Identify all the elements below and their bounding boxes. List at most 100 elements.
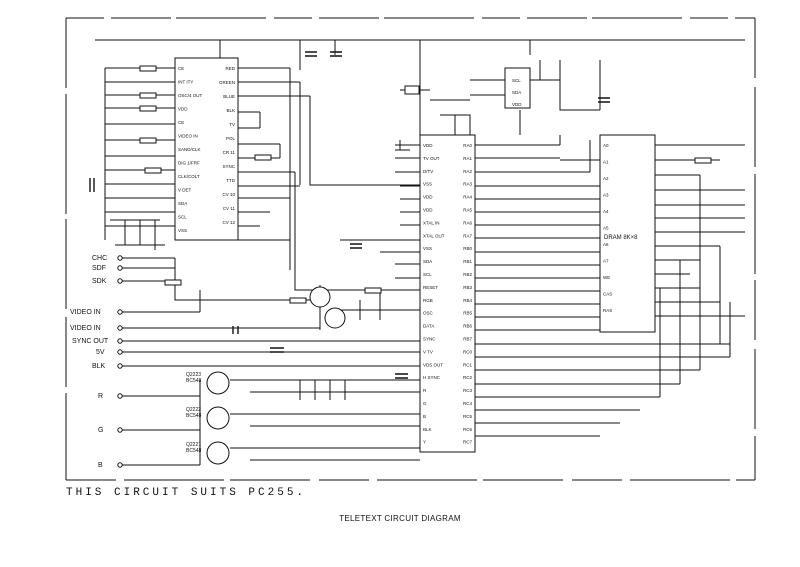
transistor-type: BC548 <box>186 413 202 419</box>
terminal-5v <box>117 349 123 355</box>
resistor <box>139 92 157 99</box>
transistor <box>309 286 331 308</box>
connector-label: SDF <box>92 265 106 272</box>
connector-label: CHC <box>92 255 107 262</box>
decoder-pin-label: TV <box>229 122 235 127</box>
processor-pin-label: SCL <box>423 272 432 277</box>
processor-pin-label: V TV <box>423 349 433 354</box>
resistor <box>139 65 157 72</box>
circuit-note: THIS CIRCUIT SUITS PC255. <box>66 487 307 499</box>
transistor-labels: Q2223 BC548 Q2222 BC548 Q2221 BC548 <box>186 372 202 454</box>
memory-pin-label: A7 <box>603 259 609 264</box>
small-ic-pin-label: SCL <box>512 78 521 83</box>
terminal-chc <box>117 255 123 261</box>
terminal-sdf <box>117 265 123 271</box>
processor-ic <box>419 134 476 453</box>
processor-pin-label: RC3 <box>463 388 472 393</box>
terminal-r <box>117 393 123 399</box>
decoder-pin-label: VDD <box>178 107 188 112</box>
decoder-pin-label: DIG 1/FRF <box>178 161 200 166</box>
processor-pin-label: RA2 <box>463 169 472 174</box>
decoder-pin-label: RED <box>225 66 235 71</box>
terminal-blk <box>117 363 123 369</box>
resistor <box>164 279 182 286</box>
processor-pin-label: RA0 <box>463 143 472 148</box>
processor-pin-label: H SYNC <box>423 375 441 380</box>
memory-pin-label: A2 <box>603 176 609 181</box>
processor-pin-label: RB6 <box>463 324 472 329</box>
decoder-pin-label: BLK <box>226 108 235 113</box>
resistor <box>364 287 382 294</box>
processor-pin-label: DATA <box>423 324 434 329</box>
decoder-pin-label: POL <box>226 136 236 141</box>
memory-pin-label: A3 <box>603 193 609 198</box>
processor-pin-label: XTAL IN <box>423 220 440 225</box>
processor-pin-label: RB4 <box>463 298 472 303</box>
decoder-pin-label: SDA <box>178 201 187 206</box>
processor-pin-label: RA6 <box>463 220 472 225</box>
connector-label: BLK <box>92 363 106 370</box>
memory-pin-label: WE <box>603 275 610 280</box>
processor-pin-label: RC2 <box>463 375 472 380</box>
decoder-pin-label: VSS <box>178 228 187 233</box>
transistor-q2223 <box>206 371 230 395</box>
decoder-pin-label: INT ITY <box>178 80 193 85</box>
processor-pin-label: VDD <box>423 143 433 148</box>
processor-pin-label: RB5 <box>463 311 472 316</box>
processor-pin-label: RESET <box>423 285 438 290</box>
terminal-sdk <box>117 278 123 284</box>
connector-label: B <box>98 462 103 469</box>
terminal-sync-out <box>117 338 123 344</box>
processor-pin-label: RA7 <box>463 233 472 238</box>
decoder-pin-label: CR 11 <box>223 150 236 155</box>
processor-pin-label: RB0 <box>463 246 472 251</box>
resistor <box>289 297 307 304</box>
decoder-pin-label: TTD <box>226 178 235 183</box>
processor-pin-label: RC6 <box>463 427 472 432</box>
connector-label: R <box>98 393 103 400</box>
decoder-pin-label: SYNC <box>222 164 235 169</box>
processor-pin-label: R <box>423 388 427 393</box>
decoder-pin-label: VIDEO IN <box>178 134 198 139</box>
connector-labels: CHC SDF SDK VIDEO IN VIDEO IN SYNC OUT 5… <box>70 255 109 469</box>
crystal <box>404 85 420 95</box>
small-ic-pin-label: VDD <box>512 102 522 107</box>
processor-pin-label: RA3 <box>463 182 472 187</box>
decoder-pin-label: CLK/COLT <box>178 174 200 179</box>
processor-pin-label: VDD <box>423 195 433 200</box>
small-ic-pin-label: SDA <box>512 90 521 95</box>
decoder-pin-label: CE <box>178 66 184 71</box>
processor-pin-label: RB3 <box>463 285 472 290</box>
decoder-pin-label: CE <box>178 120 184 125</box>
resistor <box>139 137 157 144</box>
processor-pin-label: RB1 <box>463 259 472 264</box>
processor-pin-label: RC1 <box>463 362 472 367</box>
transistor-q2221 <box>206 441 230 465</box>
decoder-pin-label: SCL <box>178 215 187 220</box>
processor-pin-label: RC0 <box>463 349 472 354</box>
connector-label: VIDEO IN <box>70 325 101 332</box>
processor-pin-label: XTAL OUT <box>423 233 445 238</box>
processor-pins-right: RA0RA1RA2RA3RA4RA5RA6RA7RB0RB1RB2RB3RB4R… <box>463 143 473 445</box>
memory-pin-label: A1 <box>603 160 609 165</box>
resistor <box>694 157 712 164</box>
resistor <box>144 167 162 174</box>
memory-pin-label: A6 <box>603 242 609 247</box>
terminal-video-in-2 <box>117 325 123 331</box>
processor-pin-label: B <box>423 414 426 419</box>
memory-pin-label: A0 <box>603 143 609 148</box>
decoder-pin-label: OSC/4 OUT <box>178 93 203 98</box>
small-ic-pins: SCL SDA VDD <box>512 78 522 107</box>
processor-pin-label: RA1 <box>463 156 472 161</box>
connector-label: SYNC OUT <box>72 338 109 345</box>
processor-pin-label: RB7 <box>463 337 472 342</box>
diagram-caption: TELETEXT CIRCUIT DIAGRAM <box>339 514 461 523</box>
processor-pin-label: VSS <box>423 182 432 187</box>
memory-ic <box>599 134 656 333</box>
decoder-pin-label: SAND/CLK <box>178 147 201 152</box>
processor-pin-label: RC7 <box>463 440 472 445</box>
